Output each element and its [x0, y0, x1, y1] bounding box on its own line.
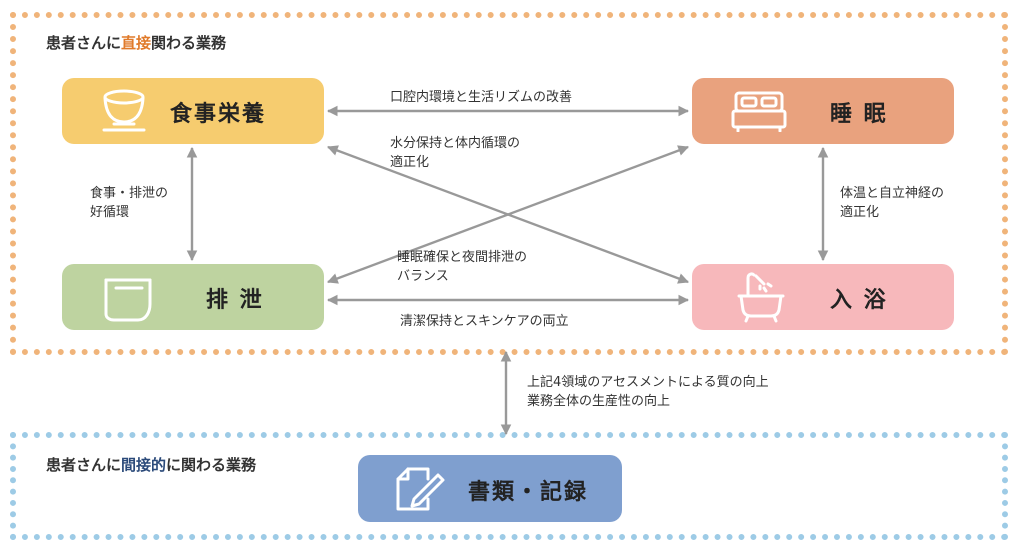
sleep-label: 睡 眠	[830, 102, 888, 127]
document-pen-icon	[396, 467, 445, 511]
note-direct-indirect: 上記4領域のアセスメントによる質の向上 業務全体の生産性の向上	[527, 375, 769, 409]
excretion-label: 排 泄	[206, 288, 264, 313]
indirect-care-title: 患者さんに間接的に関わる業務	[46, 456, 257, 474]
excretion-box: 排 泄	[62, 264, 324, 330]
note-excretion-bath: 清潔保持とスキンケアの両立	[400, 314, 569, 329]
note-meal-sleep: 口腔内環境と生活リズムの改善	[390, 90, 573, 105]
sleep-box: 睡 眠	[692, 78, 954, 144]
direct-care-title: 患者さんに直接関わる業務	[46, 34, 227, 52]
toilet-icon	[104, 278, 152, 322]
note-sleep-bath: 体温と自立神経の 適正化	[840, 186, 945, 220]
note-sleep-excretion: 睡眠確保と夜間排泄の バランス	[397, 250, 528, 284]
bathing-label: 入 浴	[830, 288, 888, 313]
records-label: 書類・記録	[468, 480, 589, 505]
bathtub-icon	[737, 272, 785, 323]
meal-nutrition-box: 食事栄養	[62, 78, 324, 144]
rice-bowl-icon	[102, 89, 146, 132]
note-meal-excretion: 食事・排泄の 好循環	[90, 186, 169, 220]
note-meal-bath: 水分保持と体内循環の 適正化	[390, 136, 521, 170]
arrow-sleep-excretion	[326, 145, 690, 284]
bed-icon	[731, 91, 787, 132]
bathing-box: 入 浴	[692, 264, 954, 330]
records-box: 書類・記録	[358, 455, 622, 522]
meal-nutrition-label: 食事栄養	[170, 102, 267, 127]
